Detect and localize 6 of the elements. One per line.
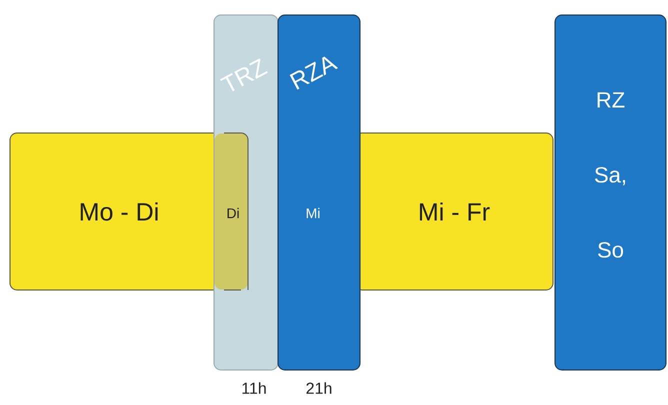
time-band: RZ Sa, So [554,14,666,370]
time-label: 11h [242,382,266,394]
day-box: Mi - Fr [354,132,554,290]
time-band: RZA Mi [278,14,360,370]
time-label: 21h [306,382,332,394]
time-band: TRZ Di [214,14,278,370]
